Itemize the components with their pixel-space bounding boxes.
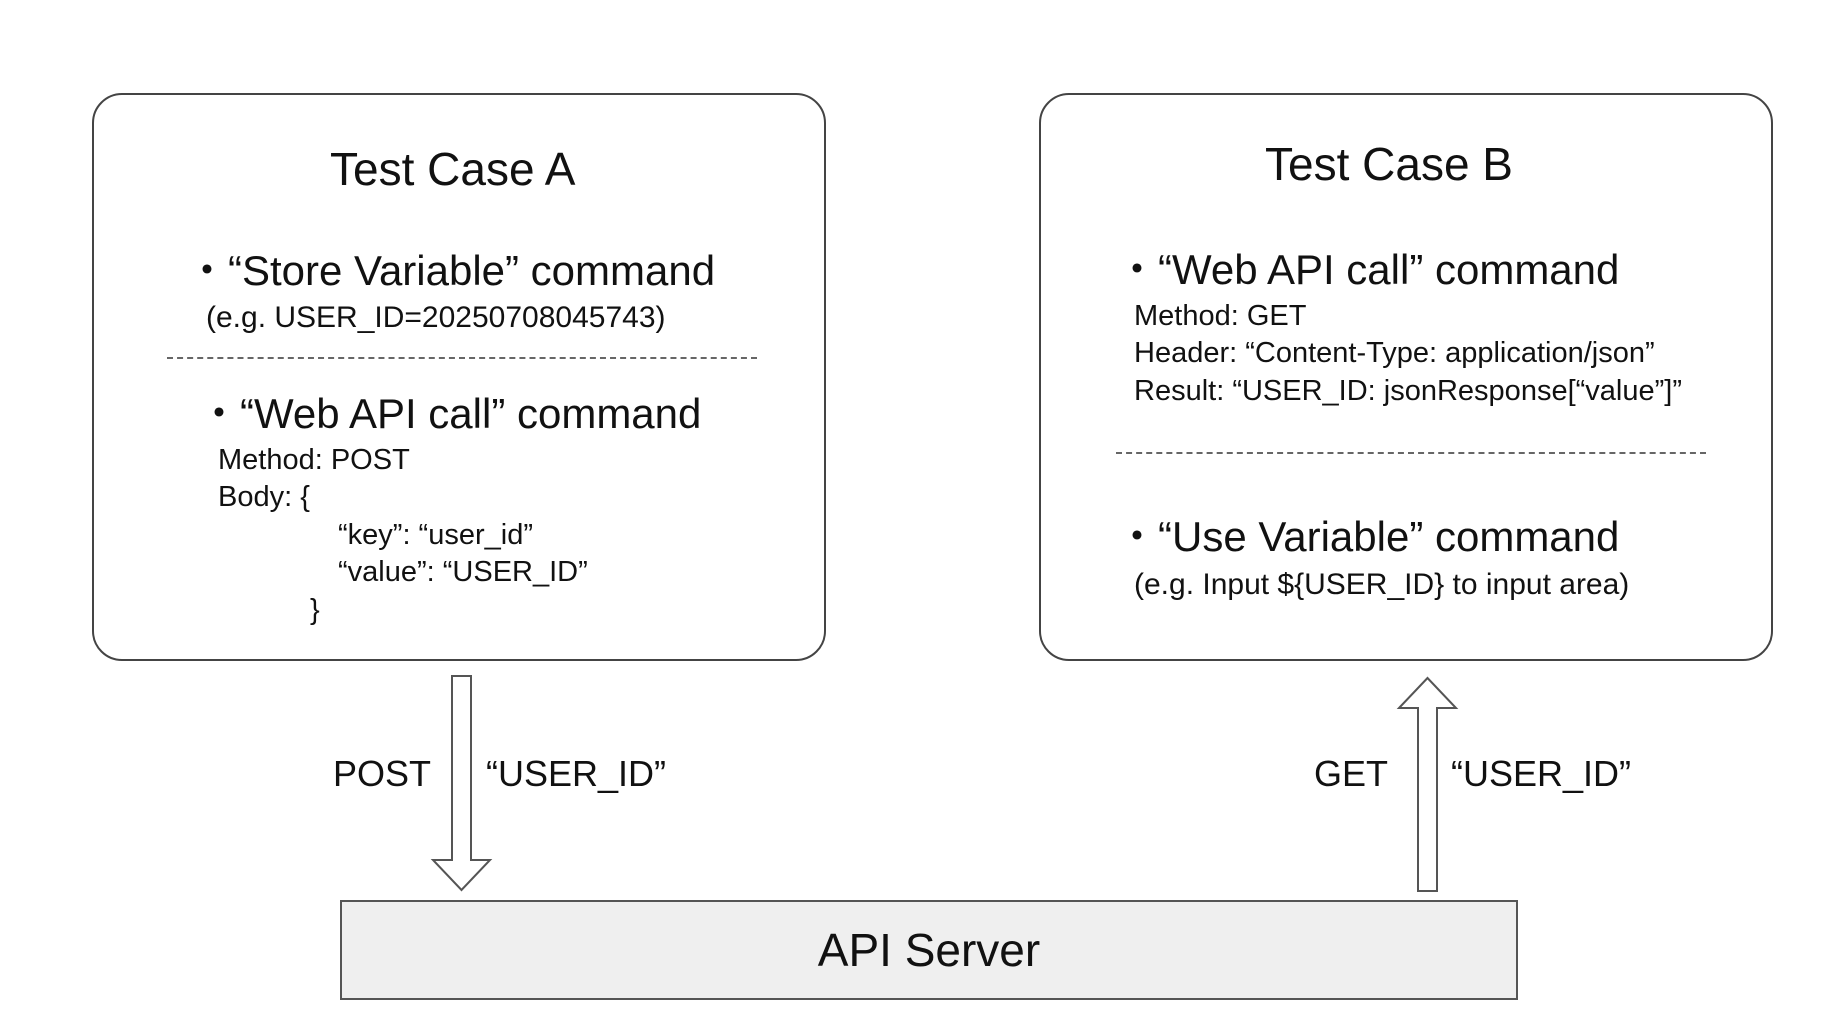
body-open-line: Body: { [218,481,310,513]
method-line: Method: POST [218,444,410,476]
post-payload-label: “USER_ID” [486,753,667,794]
method-line: Method: GET [1134,300,1307,332]
use-variable-command: ・“Use Variable” command [1116,513,1620,560]
use-variable-example: (e.g. Input ${USER_ID} to input area) [1134,568,1630,601]
result-line: Result: “USER_ID: jsonResponse[“value”]” [1134,375,1682,407]
test-case-a-title: Test Case A [330,143,576,195]
test-case-a-box: Test Case A ・“Store Variable” command (e… [92,93,826,661]
api-server-label: API Server [817,924,1041,976]
web-api-call-command: ・“Web API call” command [1116,246,1620,293]
test-case-b-box: Test Case B ・“Web API call” command Meth… [1039,93,1773,661]
get-method-label: GET [1314,753,1389,794]
section-divider [1116,452,1706,454]
body-close-line: } [310,594,320,626]
store-variable-example: (e.g. USER_ID=20250708045743) [206,301,666,334]
web-api-call-command: ・“Web API call” command [198,390,702,437]
post-down-arrow [430,675,493,892]
test-case-b-title: Test Case B [1265,138,1513,190]
get-payload-label: “USER_ID” [1451,753,1632,794]
post-method-label: POST [333,753,432,794]
body-key-line: “key”: “user_id” [338,519,533,551]
body-value-line: “value”: “USER_ID” [338,556,588,588]
get-up-arrow [1396,676,1459,892]
store-variable-command: ・“Store Variable” command [186,247,716,294]
api-server-box: API Server [340,900,1518,1000]
header-line: Header: “Content-Type: application/json” [1134,337,1655,369]
section-divider [167,357,757,359]
